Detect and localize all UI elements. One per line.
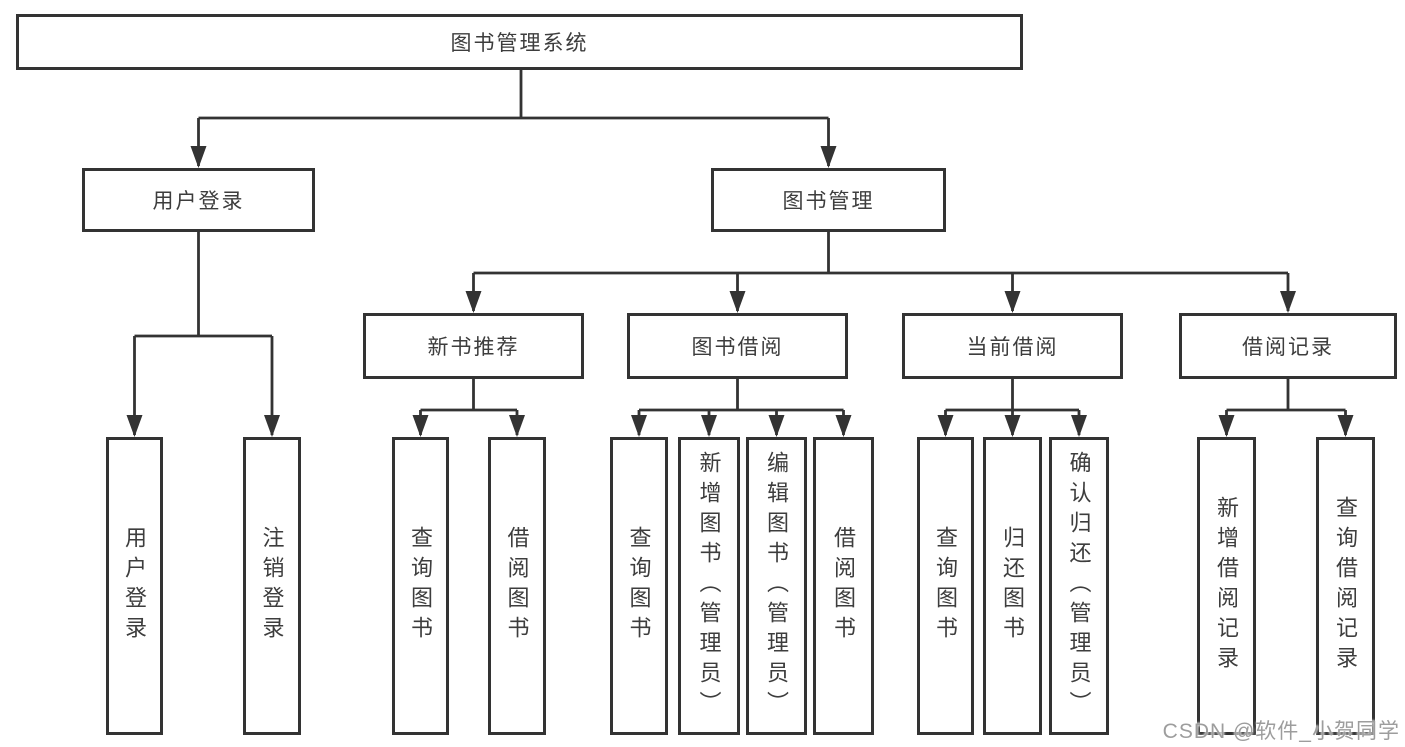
node-user-login-leaf: 用户登录 [106,437,163,735]
node-search-borrow-record: 查询借阅记录 [1316,437,1375,735]
node-borrow-book-recommend: 借阅图书 [488,437,546,735]
node-search-book-recommend: 查询图书 [392,437,449,735]
node-return-book: 归还图书 [983,437,1042,735]
node-label: 查询图书 [933,526,959,646]
node-label: 编辑图书（管理员） [764,451,790,721]
node-label: 查询借阅记录 [1333,496,1359,676]
node-user-login: 用户登录 [82,168,315,232]
node-book-borrowing: 图书借阅 [627,313,848,379]
node-new-book-recommend: 新书推荐 [363,313,584,379]
node-add-borrow-record: 新增借阅记录 [1197,437,1256,735]
node-label: 查询图书 [626,526,652,646]
node-search-book-borrowing: 查询图书 [610,437,668,735]
node-label: 查询图书 [408,526,434,646]
node-book-management: 图书管理 [711,168,946,232]
node-logout-leaf: 注销登录 [243,437,301,735]
node-label: 用户登录 [122,526,148,646]
node-label: 借阅图书 [831,526,857,646]
node-library-management-system: 图书管理系统 [16,14,1023,70]
node-edit-book-admin: 编辑图书（管理员） [746,437,807,735]
node-label: 新增借阅记录 [1214,496,1240,676]
node-current-borrowing: 当前借阅 [902,313,1123,379]
node-label: 借阅图书 [504,526,530,646]
node-search-book-current: 查询图书 [917,437,974,735]
node-borrowing-records: 借阅记录 [1179,313,1397,379]
csdn-watermark: CSDN @软件_小贺同学 [1162,720,1400,743]
node-label: 新增图书（管理员） [696,451,722,721]
node-label: 注销登录 [259,526,285,646]
node-borrow-book-leaf: 借阅图书 [813,437,874,735]
node-label: 确认归还（管理员） [1066,451,1092,721]
node-add-book-admin: 新增图书（管理员） [678,437,740,735]
node-confirm-return-admin: 确认归还（管理员） [1049,437,1109,735]
node-label: 归还图书 [1000,526,1026,646]
